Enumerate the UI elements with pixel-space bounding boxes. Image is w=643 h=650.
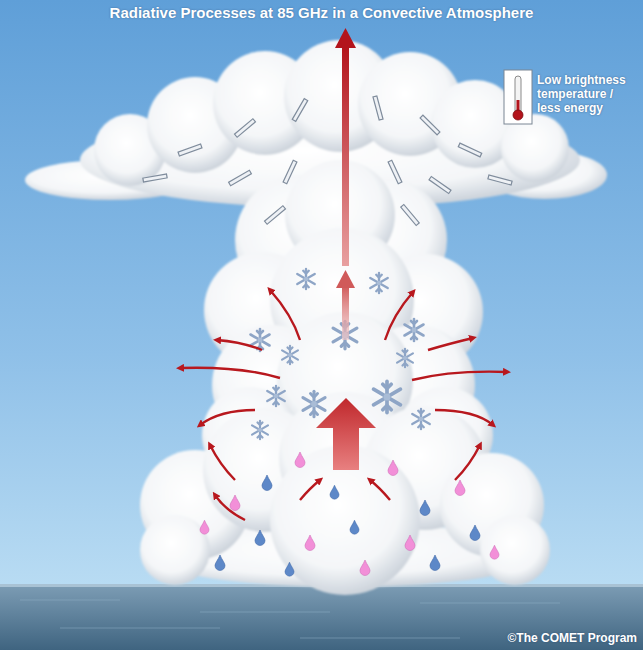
radiation-arrows [180,28,507,520]
key-label: Low brightness temperature / less energy [537,73,637,115]
raindrops [200,452,499,576]
thermometer-icon [504,70,532,124]
cumulonimbus-cloud [25,40,607,595]
watermark: ©The COMET Program [507,631,637,645]
ocean [0,584,643,650]
ice-needles [143,96,512,226]
title: Radiative Processes at 85 GHz in a Conve… [0,4,643,21]
waves [20,600,560,638]
